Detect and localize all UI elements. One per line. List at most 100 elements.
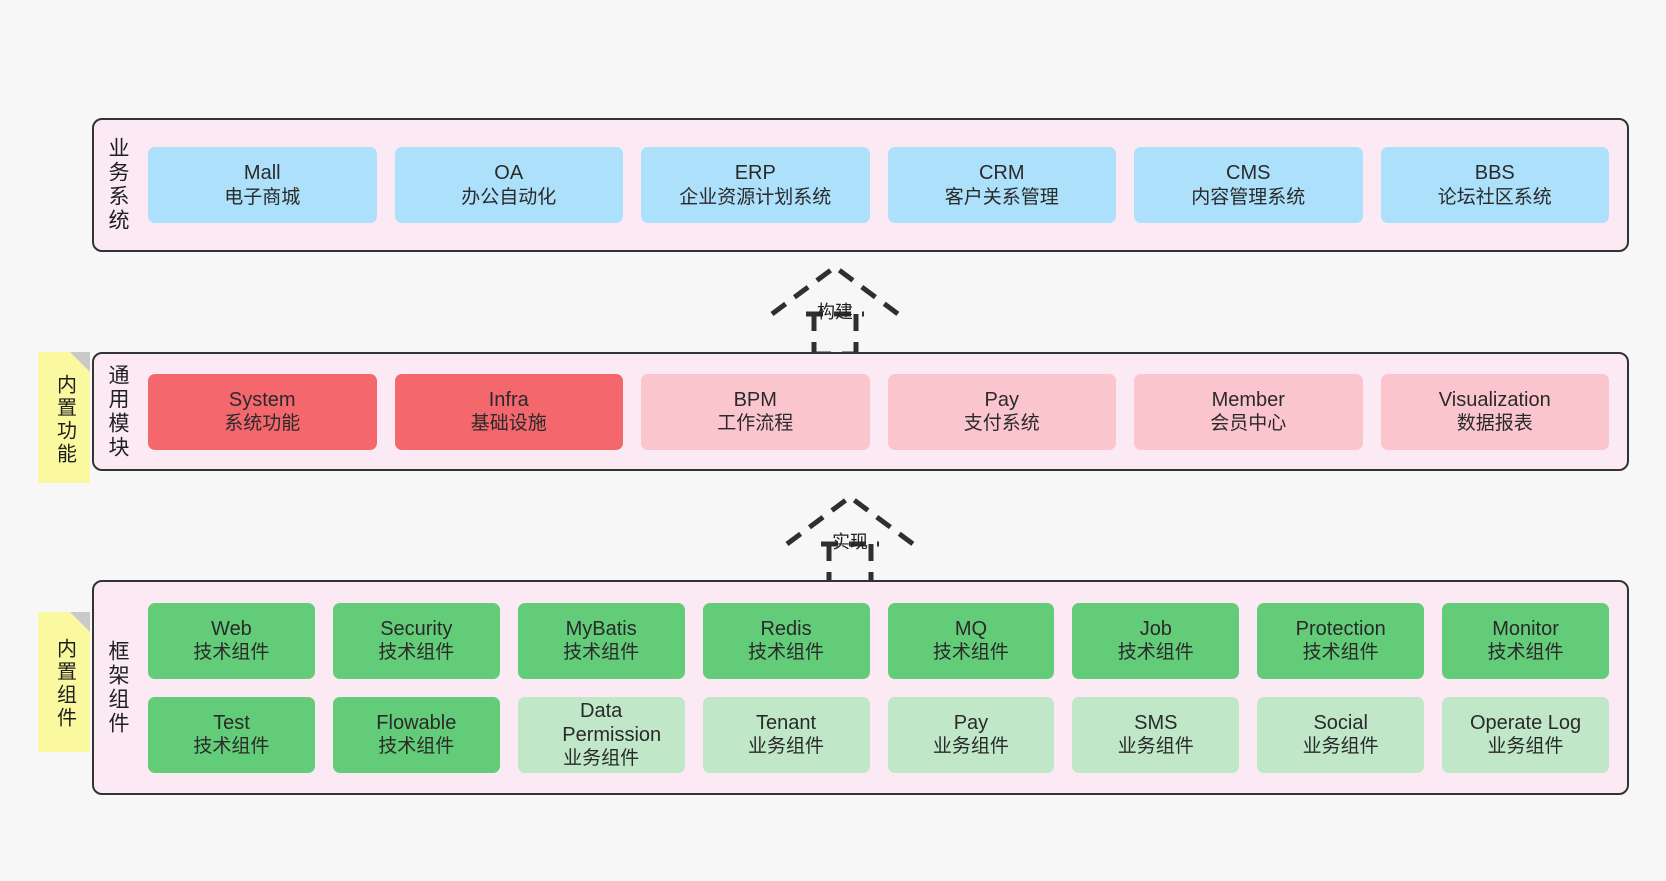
card-subtitle: 企业资源计划系统 (679, 186, 832, 208)
card-subtitle: 会员中心 (1210, 413, 1287, 435)
card-subtitle: 技术组件 (748, 642, 825, 664)
framework-card-web[interactable]: Web 技术组件 (148, 602, 315, 679)
connector-implement-label: 实现 (832, 532, 868, 552)
business-card-oa[interactable]: OA 办公自动化 (394, 147, 623, 223)
layer-framework-components: 框架组件 Web 技术组件 Security 技术组件 MyBatis 技术组件… (92, 580, 1629, 795)
card-title: Test (213, 711, 250, 734)
card-title: ERP (734, 162, 776, 185)
card-title: BPM (733, 388, 777, 411)
card-subtitle: 系统功能 (224, 413, 301, 435)
layer-business-system-title: 业务系统 (106, 137, 130, 233)
framework-card-mybatis[interactable]: MyBatis 技术组件 (517, 602, 685, 679)
connector-build: 构建 (760, 262, 940, 362)
framework-card-security[interactable]: Security 技术组件 (332, 602, 500, 679)
card-title: System (228, 388, 296, 411)
layer-common-modules-title: 通用模块 (106, 363, 130, 460)
module-card-infra[interactable]: Infra 基础设施 (394, 373, 623, 450)
card-subtitle: 业务组件 (748, 736, 825, 758)
common-modules-row: System 系统功能 Infra 基础设施 BPM 工作流程 Pay 支付系统… (148, 373, 1609, 450)
card-subtitle: 数据报表 (1456, 413, 1533, 435)
card-subtitle: 业务组件 (1302, 736, 1379, 758)
framework-card-sms[interactable]: SMS 业务组件 (1072, 696, 1240, 773)
module-card-visualization[interactable]: Visualization 数据报表 (1380, 373, 1609, 450)
layer-business-system-body: Mall 电子商城 OA 办公自动化 ERP 企业资源计划系统 CRM 客户关系… (140, 120, 1627, 250)
module-card-pay[interactable]: Pay 支付系统 (887, 373, 1116, 450)
note-fold-corner-icon (70, 612, 90, 632)
card-subtitle: 基础设施 (470, 413, 547, 435)
module-card-system[interactable]: System 系统功能 (148, 373, 377, 450)
card-subtitle: 技术组件 (193, 642, 270, 664)
card-subtitle: 技术组件 (932, 642, 1009, 664)
card-title: Infra (488, 388, 529, 411)
connector-implement: 实现 (775, 492, 955, 592)
framework-card-flowable[interactable]: Flowable 技术组件 (332, 696, 500, 773)
note-fold-corner-icon (70, 352, 90, 372)
card-subtitle: 技术组件 (1487, 642, 1564, 664)
card-subtitle: 客户关系管理 (944, 186, 1059, 208)
framework-card-test[interactable]: Test 技术组件 (148, 696, 315, 773)
card-title: Operate Log (1469, 711, 1582, 734)
card-title: CMS (1226, 162, 1271, 185)
card-subtitle: 论坛社区系统 (1437, 186, 1552, 208)
note-label: 内置组件 (53, 638, 76, 730)
framework-card-social[interactable]: Social 业务组件 (1257, 696, 1425, 773)
card-title: Data Permission (562, 699, 662, 746)
card-title: Security (380, 617, 453, 640)
business-card-crm[interactable]: CRM 客户关系管理 (887, 147, 1116, 223)
card-subtitle: 内容管理系统 (1191, 186, 1306, 208)
card-title: Pay (953, 711, 989, 734)
business-card-cms[interactable]: CMS 内容管理系统 (1134, 147, 1363, 223)
layer-common-modules: 通用模块 System 系统功能 Infra 基础设施 BPM 工作流程 Pay (92, 352, 1629, 471)
framework-card-protection[interactable]: Protection 技术组件 (1257, 602, 1425, 679)
layer-common-modules-body: System 系统功能 Infra 基础设施 BPM 工作流程 Pay 支付系统… (140, 354, 1627, 469)
module-card-member[interactable]: Member 会员中心 (1134, 373, 1363, 450)
card-subtitle: 技术组件 (563, 642, 640, 664)
business-card-mall[interactable]: Mall 电子商城 (148, 147, 377, 223)
framework-card-redis[interactable]: Redis 技术组件 (702, 602, 870, 679)
card-subtitle: 技术组件 (1302, 642, 1379, 664)
framework-business-row: Test 技术组件 Flowable 技术组件 Data Permission … (148, 696, 1609, 773)
card-title: Web (211, 617, 252, 640)
card-title: OA (494, 162, 524, 185)
card-title: Member (1211, 388, 1285, 411)
framework-card-monitor[interactable]: Monitor 技术组件 (1442, 602, 1609, 679)
card-title: MQ (954, 617, 988, 640)
framework-card-mq[interactable]: MQ 技术组件 (887, 602, 1055, 679)
note-builtin-component: 内置组件 (38, 612, 90, 752)
note-builtin-function: 内置功能 (38, 352, 90, 483)
card-title: CRM (978, 162, 1025, 185)
card-subtitle: 技术组件 (378, 642, 455, 664)
card-subtitle: 电子商城 (224, 186, 301, 208)
card-title: Mall (243, 162, 281, 185)
card-title: Monitor (1492, 617, 1559, 640)
card-title: Social (1313, 711, 1368, 734)
card-subtitle: 业务组件 (1117, 736, 1194, 758)
framework-card-pay[interactable]: Pay 业务组件 (887, 696, 1055, 773)
module-card-bpm[interactable]: BPM 工作流程 (641, 373, 870, 450)
business-card-erp[interactable]: ERP 企业资源计划系统 (641, 147, 870, 223)
card-title: BBS (1474, 162, 1515, 185)
card-subtitle: 办公自动化 (461, 186, 557, 208)
framework-card-operate-log[interactable]: Operate Log 业务组件 (1442, 696, 1609, 773)
layer-framework-components-title: 框架组件 (106, 639, 130, 736)
card-subtitle: 业务组件 (563, 748, 640, 770)
card-subtitle: 技术组件 (378, 736, 455, 758)
framework-card-tenant[interactable]: Tenant 业务组件 (702, 696, 870, 773)
card-title: Job (1139, 617, 1172, 640)
note-label: 内置功能 (53, 373, 76, 466)
framework-card-job[interactable]: Job 技术组件 (1072, 602, 1240, 679)
business-card-bbs[interactable]: BBS 论坛社区系统 (1380, 147, 1609, 223)
card-subtitle: 技术组件 (1117, 642, 1194, 664)
card-title: Visualization (1438, 388, 1551, 411)
card-title: Tenant (756, 711, 817, 734)
connector-build-label: 构建 (817, 302, 853, 322)
card-subtitle: 业务组件 (1487, 736, 1564, 758)
card-subtitle: 业务组件 (932, 736, 1009, 758)
card-title: Protection (1295, 617, 1386, 640)
business-system-row: Mall 电子商城 OA 办公自动化 ERP 企业资源计划系统 CRM 客户关系… (148, 147, 1609, 223)
framework-card-data-permission[interactable]: Data Permission 业务组件 (517, 696, 685, 773)
card-subtitle: 支付系统 (963, 413, 1040, 435)
framework-tech-row: Web 技术组件 Security 技术组件 MyBatis 技术组件 Redi… (148, 602, 1609, 679)
card-title: Redis (760, 617, 812, 640)
